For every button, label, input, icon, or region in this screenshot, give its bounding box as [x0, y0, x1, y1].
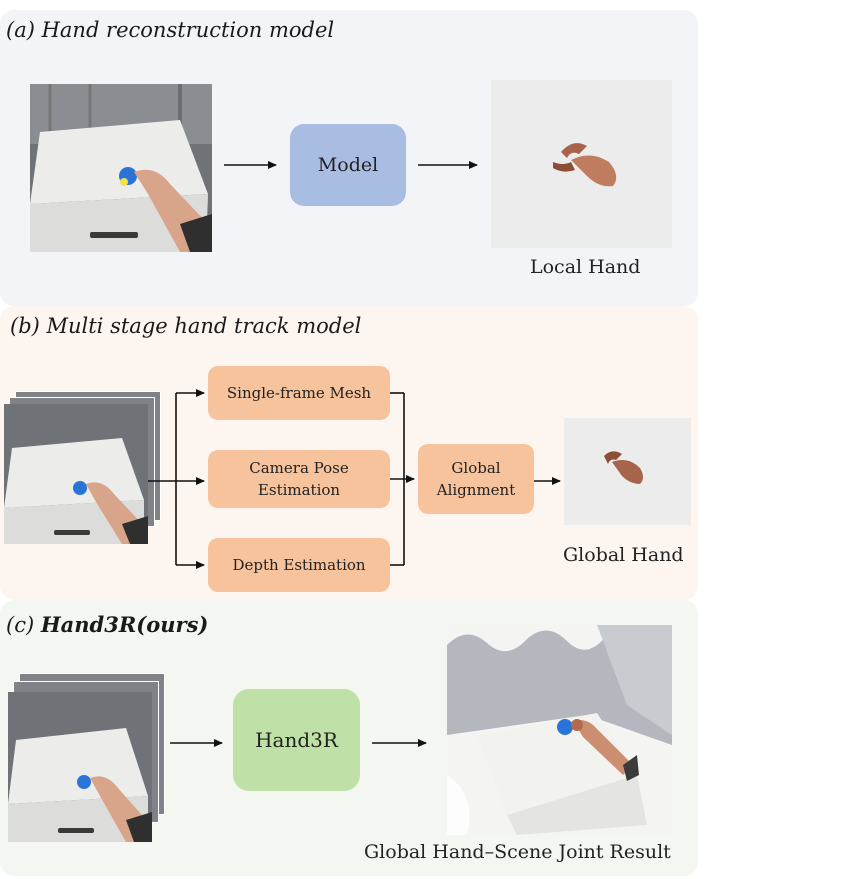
input-frame-stack-b — [4, 392, 164, 552]
input-frame-stack-c — [8, 674, 168, 846]
local-hand-caption: Local Hand — [530, 256, 641, 278]
hand-mesh-c — [573, 720, 633, 775]
stage-depth-estimation: Depth Estimation — [208, 538, 390, 592]
hand-scene-caption: Global Hand–Scene Joint Result — [364, 841, 671, 863]
stage-camera-pose: Camera Pose Estimation — [208, 450, 390, 508]
local-hand-render — [491, 80, 672, 248]
input-photo-b — [4, 404, 148, 544]
global-hand-caption: Global Hand — [563, 544, 684, 566]
model-box: Model — [290, 124, 406, 206]
toy-point — [557, 719, 573, 735]
panel-c-title: (c) Hand3R(ours) — [6, 612, 208, 637]
global-hand-render — [564, 418, 691, 525]
panel-b-title: (b) Multi stage hand track model — [10, 314, 362, 338]
input-photo-a — [30, 84, 212, 252]
stage-single-frame-mesh: Single-frame Mesh — [208, 366, 390, 420]
hand-mesh-finger — [561, 143, 587, 158]
panel-c-title-bold: Hand3R(ours) — [40, 612, 209, 637]
input-photo-c — [8, 692, 152, 842]
hand3r-box: Hand3R — [233, 689, 360, 791]
panel-c-title-prefix: (c) — [6, 613, 41, 637]
hand-mesh-palm — [571, 155, 617, 187]
hand-scene-result — [447, 625, 672, 835]
global-alignment-box: Global Alignment — [418, 444, 534, 514]
panel-a-title: (a) Hand reconstruction model — [6, 18, 335, 42]
